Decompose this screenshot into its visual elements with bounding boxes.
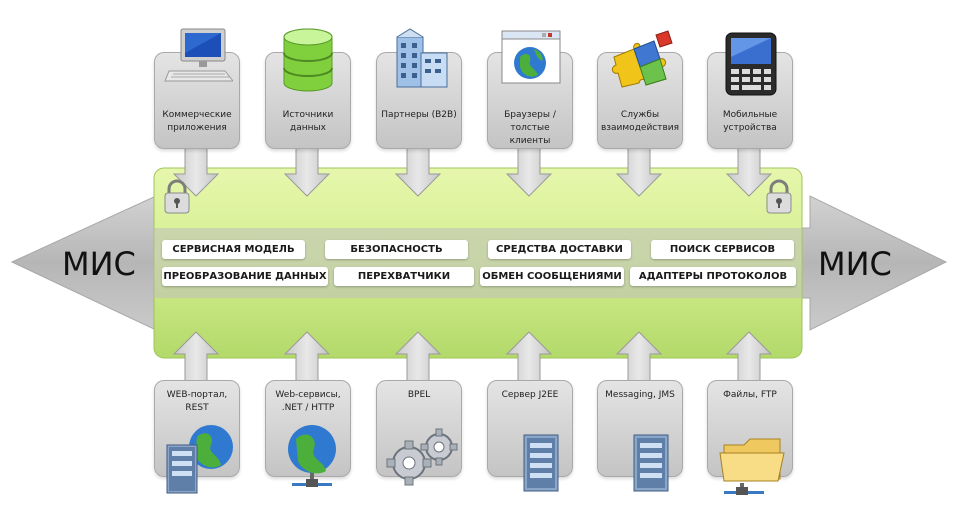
server-globe-icon-wrap: [161, 419, 241, 497]
computer-icon: [164, 28, 235, 82]
mobile-device-icon-wrap: [716, 27, 784, 103]
down-arrow: [172, 145, 220, 197]
card-label: Службы взаимодействия: [600, 110, 680, 133]
bus-item: БЕЗОПАСНОСТЬ: [325, 240, 468, 259]
folder-network-icon: [719, 438, 785, 495]
down-arrows: [172, 145, 773, 197]
computer-icon-wrap: [163, 27, 235, 103]
bus-item: СЕРВИСНАЯ МОДЕЛЬ: [162, 240, 305, 259]
up-arrows: [172, 331, 773, 385]
server-globe-icon: [166, 425, 233, 494]
bottom-card: Сервер J2EE: [487, 380, 573, 492]
gears-icon-wrap: [383, 419, 463, 497]
building-icon: [396, 28, 448, 88]
down-arrow: [283, 145, 331, 197]
bus-item: СРЕДСТВА ДОСТАВКИ: [488, 240, 631, 259]
card-label: Коммерческие приложения: [162, 110, 232, 133]
top-card: Службы взаимодействия: [597, 30, 683, 149]
card-label: Файлы, FTP: [723, 390, 777, 400]
network-globe-icon-wrap: [272, 419, 352, 497]
database-icon-wrap: [274, 27, 342, 103]
browser-globe-icon-wrap: [496, 27, 564, 103]
card-label: WEB-портал, REST: [166, 390, 228, 413]
down-arrow: [394, 145, 442, 197]
folder-network-icon-wrap: [714, 419, 794, 497]
card-label: Messaging, JMS: [605, 390, 675, 400]
puzzle-icon: [611, 30, 673, 88]
bottom-card: Web-сервисы, .NET / HTTP: [265, 380, 351, 487]
bottom-card: BPEL: [376, 380, 462, 486]
bus-item: ПРЕОБРАЗОВАНИЕ ДАННЫХ: [162, 267, 328, 286]
right-mis-label: МИС: [818, 245, 892, 283]
database-icon: [283, 28, 333, 92]
bus-item: ПЕРЕХВАТЧИКИ: [334, 267, 474, 286]
up-arrow: [505, 331, 553, 385]
bottom-card: Файлы, FTP: [707, 380, 793, 495]
up-arrow: [394, 331, 442, 385]
server-icon: [523, 434, 559, 492]
bus-band: [154, 228, 802, 298]
bus-item: АДАПТЕРЫ ПРОТОКОЛОВ: [630, 267, 796, 286]
lock-icon: [766, 179, 792, 214]
top-card: Мобильные устройства: [707, 32, 793, 149]
top-card: Партнеры (B2B): [376, 28, 462, 149]
card-label: Мобильные устройства: [722, 110, 778, 133]
left-mis-label: МИС: [62, 245, 136, 283]
card-label: Источники данных: [282, 110, 334, 133]
server-icon: [633, 434, 669, 492]
mobile-device-icon: [725, 32, 777, 96]
up-arrow: [283, 331, 331, 385]
server-icon-wrap: [494, 419, 574, 497]
bottom-card: Messaging, JMS: [597, 380, 683, 492]
server-icon-wrap: [604, 419, 684, 497]
card-label: Партнеры (B2B): [381, 110, 457, 120]
up-arrow: [615, 331, 663, 385]
network-globe-icon: [288, 425, 336, 487]
gears-icon: [386, 428, 458, 486]
card-label: Сервер J2EE: [501, 390, 559, 400]
card-label: Web-сервисы, .NET / HTTP: [275, 390, 341, 413]
bottom-card: WEB-портал, REST: [154, 380, 240, 494]
puzzle-icon-wrap: [606, 27, 674, 103]
lock-icon: [164, 179, 190, 214]
down-arrow: [505, 145, 553, 197]
up-arrow: [725, 331, 773, 385]
bus-item: ПОИСК СЕРВИСОВ: [651, 240, 794, 259]
up-arrow: [172, 331, 220, 385]
building-icon-wrap: [385, 27, 453, 103]
card-label: BPEL: [407, 390, 431, 400]
down-arrow: [725, 145, 773, 197]
down-arrow: [615, 145, 663, 197]
top-card: Источники данных: [265, 28, 351, 149]
browser-globe-icon: [501, 30, 561, 84]
top-card: Браузеры / толстые клиенты: [487, 30, 573, 149]
top-card: Коммерческие приложения: [154, 28, 240, 149]
card-label: Браузеры / толстые клиенты: [504, 110, 556, 146]
bus-item: ОБМЕН СООБЩЕНИЯМИ: [480, 267, 624, 286]
